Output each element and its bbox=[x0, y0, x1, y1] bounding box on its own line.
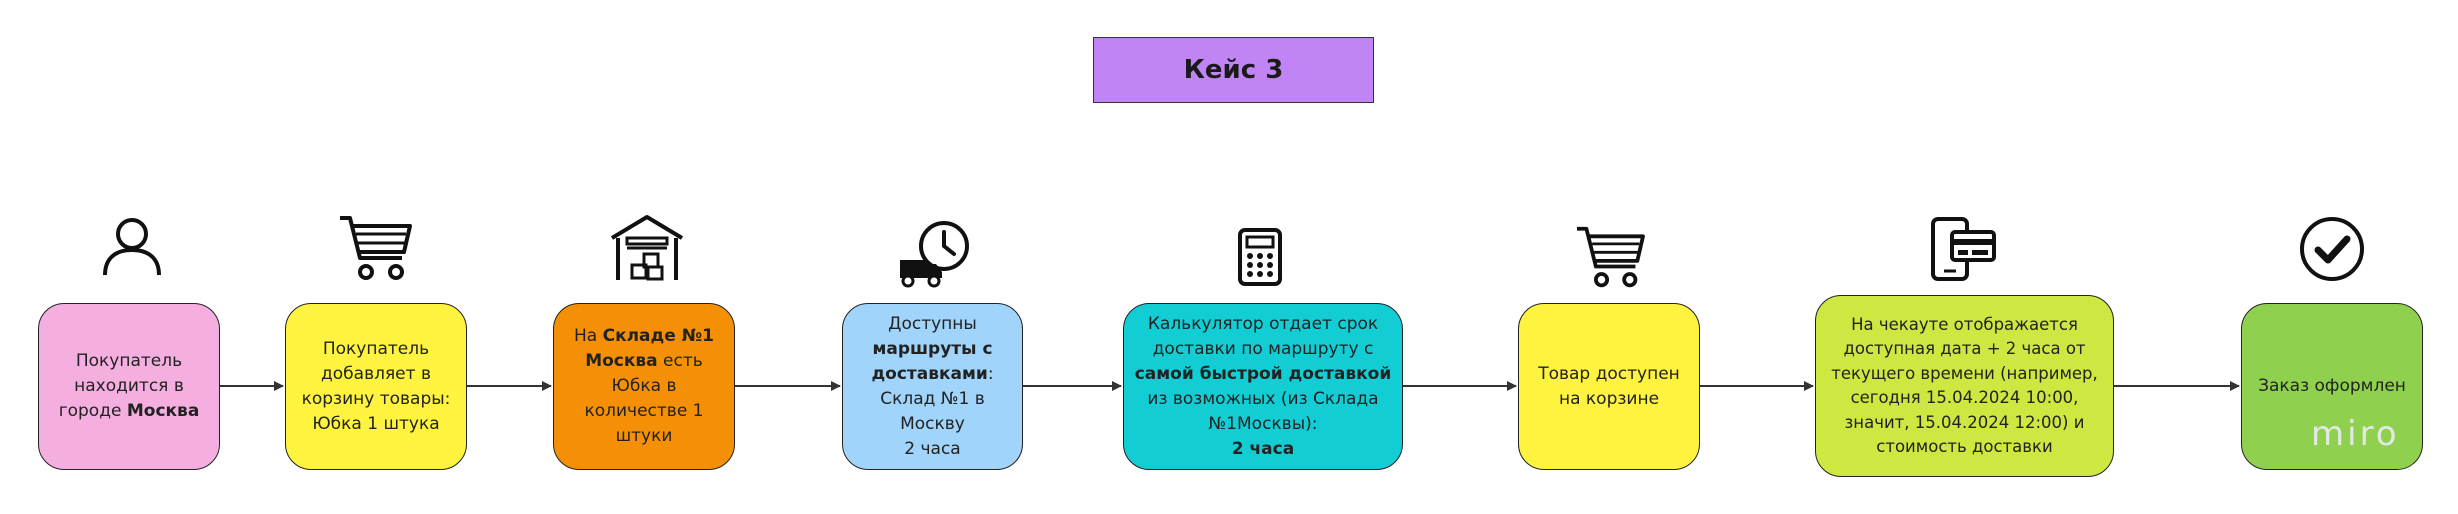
user-icon bbox=[103, 218, 161, 276]
node-text: Покупатель находится в городе Москва bbox=[47, 349, 211, 424]
node-text-run: Калькулятор отдает срок доставки по марш… bbox=[1147, 313, 1379, 359]
warehouse-icon bbox=[610, 215, 684, 281]
diagram-title: Кейс 3 bbox=[1093, 37, 1374, 103]
node-text-run: Складе №1 Москва bbox=[585, 326, 714, 371]
step-2-add-to-cart: Покупатель добавляет в корзину товары: Ю… bbox=[285, 303, 467, 470]
node-text: Покупатель добавляет в корзину товары: Ю… bbox=[294, 337, 458, 437]
node-text-run: 2 часа bbox=[1231, 438, 1295, 459]
step-8-order-placed: Заказ оформлен bbox=[2241, 303, 2423, 470]
node-text-run: На чекауте отображается доступная дата +… bbox=[1831, 314, 2098, 457]
step-6-cart-available: Товар доступен на корзине bbox=[1518, 303, 1700, 470]
node-text-run: На bbox=[573, 326, 603, 346]
node-text-run: Москва bbox=[126, 401, 200, 421]
step-1-buyer-location: Покупатель находится в городе Москва bbox=[38, 303, 220, 470]
node-text: На чекауте отображается доступная дата +… bbox=[1824, 313, 2105, 460]
node-text-run: Покупатель находится в городе bbox=[58, 351, 184, 421]
miro-watermark: miro bbox=[2311, 414, 2400, 454]
node-text: Калькулятор отдает срок доставки по марш… bbox=[1132, 312, 1394, 462]
node-text: Заказ оформлен bbox=[2258, 374, 2406, 399]
node-text-run: : Склад №1 в Москву bbox=[880, 363, 994, 434]
node-text-run: Товар доступен на корзине bbox=[1538, 363, 1680, 409]
node-text-run: 2 часа bbox=[904, 438, 961, 459]
node-text-run: Заказ оформлен bbox=[2258, 376, 2406, 396]
calculator-icon bbox=[1238, 228, 1282, 286]
step-4-delivery-routes: Доступны маршруты с доставками: Склад №1… bbox=[842, 303, 1023, 470]
node-text-run: маршруты с доставками bbox=[871, 338, 993, 384]
step-3-warehouse-stock: На Складе №1 Москва есть Юбка в количест… bbox=[553, 303, 735, 470]
node-text: Товар доступен на корзине bbox=[1527, 362, 1691, 412]
node-text: Доступны маршруты с доставками: Склад №1… bbox=[851, 312, 1014, 462]
node-text-run: Покупатель добавляет в корзину товары: Ю… bbox=[301, 338, 451, 434]
node-text-run: самой быстрой доставкой bbox=[1134, 363, 1392, 384]
node-text-run: Доступны bbox=[888, 313, 977, 334]
mobile-payment-icon bbox=[1931, 217, 1996, 281]
step-5-calculator: Калькулятор отдает срок доставки по марш… bbox=[1123, 303, 1403, 470]
cart-icon bbox=[1577, 226, 1645, 288]
cart-icon bbox=[340, 216, 412, 280]
node-text-run: есть Юбка в количестве 1 штуки bbox=[584, 351, 704, 446]
step-7-checkout: На чекауте отображается доступная дата +… bbox=[1815, 295, 2114, 477]
checkmark-circle-icon bbox=[2300, 217, 2364, 281]
delivery-truck-clock-icon bbox=[900, 221, 969, 288]
node-text: На Складе №1 Москва есть Юбка в количест… bbox=[562, 324, 726, 449]
node-text-run: из возможных (из Склада №1Москвы): bbox=[1147, 388, 1379, 434]
